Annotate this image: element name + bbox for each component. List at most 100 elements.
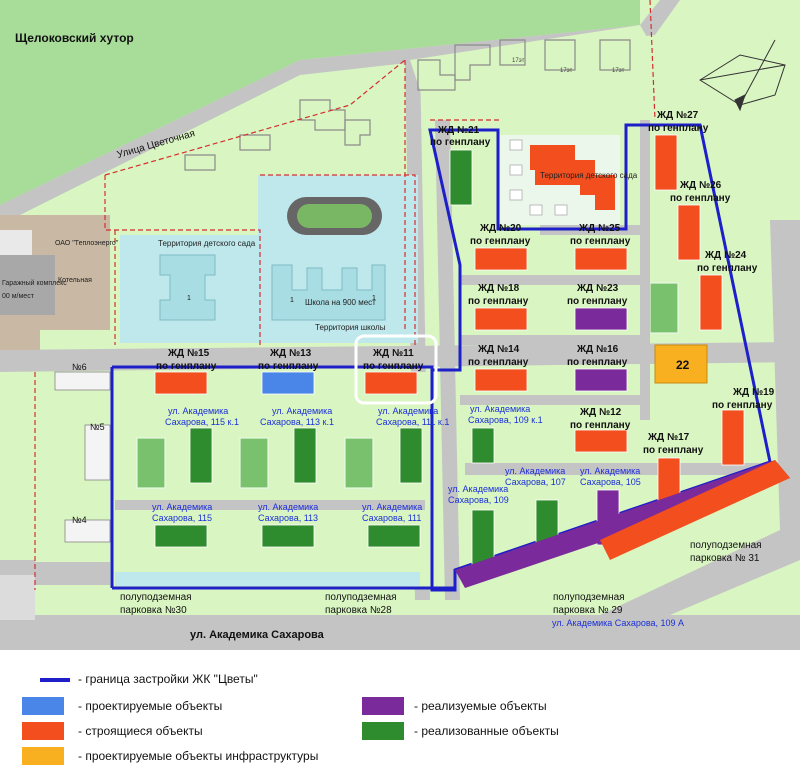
svg-text:полуподземная: полуподземная bbox=[690, 540, 762, 551]
svg-text:ЖД №12: ЖД №12 bbox=[579, 407, 622, 418]
svg-text:по генплану: по генплану bbox=[468, 357, 529, 368]
svg-text:Сахарова, 105: Сахарова, 105 bbox=[580, 477, 641, 487]
svg-text:1: 1 bbox=[290, 297, 294, 304]
svg-text:ЖД №26: ЖД №26 bbox=[679, 180, 722, 191]
svg-text:Территория школы: Территория школы bbox=[315, 323, 386, 332]
svg-text:Сахарова, 115 к.1: Сахарова, 115 к.1 bbox=[165, 417, 239, 427]
svg-text:ЖД №15: ЖД №15 bbox=[167, 348, 210, 359]
svg-text:по генплану: по генплану bbox=[258, 361, 319, 372]
legend-construction-swatch bbox=[22, 722, 64, 740]
legend-realizing-label: - реализуемые объекты bbox=[414, 699, 547, 713]
svg-text:по генплану: по генплану bbox=[156, 361, 217, 372]
svg-text:ЖД №23: ЖД №23 bbox=[576, 283, 619, 294]
building-jd16 bbox=[574, 368, 628, 392]
building-r109 bbox=[471, 509, 495, 566]
building-r115k1 bbox=[189, 427, 213, 484]
building-r111k1 bbox=[399, 427, 423, 484]
svg-text:ЖД №24: ЖД №24 bbox=[704, 250, 747, 261]
svg-text:ул. Академика: ул. Академика bbox=[362, 502, 422, 512]
svg-text:по генплану: по генплану bbox=[468, 296, 529, 307]
svg-text:17эт: 17эт bbox=[512, 58, 525, 64]
building-r111 bbox=[367, 524, 421, 548]
svg-text:по генплану: по генплану bbox=[648, 123, 709, 134]
svg-text:по генплану: по генплану bbox=[430, 137, 491, 148]
existing-buildings bbox=[184, 39, 631, 171]
highlight-box bbox=[354, 334, 438, 405]
building-jd20 bbox=[474, 247, 528, 271]
svg-text:ЖД №21: ЖД №21 bbox=[437, 125, 480, 136]
svg-text:по генплану: по генплану bbox=[712, 400, 773, 411]
street-sakharova: ул. Академика Сахарова bbox=[190, 629, 325, 641]
svg-text:ул. Академика: ул. Академика bbox=[272, 406, 332, 416]
legend-realized-swatch bbox=[362, 722, 404, 740]
svg-text:Сахарова, 109 к.1: Сахарова, 109 к.1 bbox=[468, 415, 543, 425]
boundary-line bbox=[110, 123, 772, 592]
legend-realizing-swatch bbox=[362, 697, 404, 715]
legend-designed-label: - проектируемые объекты bbox=[78, 699, 223, 713]
building-jd11 bbox=[364, 371, 418, 395]
svg-text:по генплану: по генплану bbox=[697, 263, 758, 274]
svg-text:ЖД №14: ЖД №14 bbox=[477, 344, 520, 355]
svg-text:ЖД №19: ЖД №19 bbox=[732, 387, 775, 398]
playgrounds bbox=[136, 282, 679, 489]
building-jd26 bbox=[677, 204, 701, 261]
svg-text:17эт: 17эт bbox=[560, 68, 573, 74]
building-jd27 bbox=[654, 134, 678, 191]
building-r113k1 bbox=[293, 427, 317, 484]
parking-28-30 bbox=[115, 572, 420, 586]
svg-text:ул. Академика: ул. Академика bbox=[378, 406, 438, 416]
svg-text:Котельная: Котельная bbox=[58, 277, 92, 284]
svg-text:ул. Академика: ул. Академика bbox=[580, 466, 640, 476]
svg-text:ул. Академика Сахарова, 109 А: ул. Академика Сахарова, 109 А bbox=[552, 618, 684, 628]
building-jd25 bbox=[574, 247, 628, 271]
building-jd12 bbox=[574, 429, 628, 453]
svg-text:17эт: 17эт bbox=[612, 68, 625, 74]
svg-text:по генплану: по генплану bbox=[470, 236, 531, 247]
legend-boundary-line bbox=[40, 678, 70, 682]
kindergarten-left-building bbox=[159, 254, 216, 321]
svg-text:Гаражный комплекс: Гаражный комплекс bbox=[2, 279, 67, 287]
svg-text:парковка №28: парковка №28 bbox=[325, 605, 392, 616]
svg-text:Территория детского сада: Территория детского сада bbox=[540, 171, 638, 180]
svg-text:парковка №30: парковка №30 bbox=[120, 605, 187, 616]
building-22-label: 22 bbox=[676, 358, 690, 372]
infrastructure-building-22 bbox=[654, 344, 708, 384]
svg-text:полуподземная: полуподземная bbox=[325, 592, 397, 603]
svg-text:Сахарова, 115: Сахарова, 115 bbox=[152, 513, 212, 523]
svg-text:по генплану: по генплану bbox=[570, 420, 631, 431]
building-r113 bbox=[261, 524, 315, 548]
legend-infrastructure-swatch bbox=[22, 747, 64, 765]
svg-text:Сахарова, 111: Сахарова, 111 bbox=[362, 513, 421, 523]
school-building bbox=[271, 264, 386, 321]
svg-text:Сахарова, 113 к.1: Сахарова, 113 к.1 bbox=[260, 417, 334, 427]
road-sakharova bbox=[0, 615, 800, 650]
svg-text:по генплану: по генплану bbox=[643, 445, 704, 456]
svg-text:по генплану: по генплану bbox=[567, 357, 628, 368]
building-jd18 bbox=[474, 307, 528, 331]
svg-text:Сахарова, 111 к.1: Сахарова, 111 к.1 bbox=[376, 417, 449, 427]
building-r109k1 bbox=[471, 427, 495, 464]
building-jd24 bbox=[699, 274, 723, 331]
svg-text:по генплану: по генплану bbox=[670, 193, 731, 204]
svg-text:№5: №5 bbox=[90, 422, 105, 432]
legend-boundary-label: - граница застройки ЖК "Цветы" bbox=[78, 672, 258, 686]
svg-text:Территория детского сада: Территория детского сада bbox=[158, 239, 256, 248]
svg-text:№4: №4 bbox=[72, 515, 87, 525]
svg-text:ул. Академика: ул. Академика bbox=[258, 502, 318, 512]
building-jd14 bbox=[474, 368, 528, 392]
svg-text:1: 1 bbox=[372, 295, 376, 302]
svg-text:ул. Академика: ул. Академика bbox=[448, 484, 508, 494]
building-jd13 bbox=[261, 371, 315, 395]
svg-text:Сахарова, 109: Сахарова, 109 bbox=[448, 495, 509, 505]
area-title: Щелоковский хутор bbox=[15, 31, 134, 45]
svg-text:Школа на 900 мест: Школа на 900 мест bbox=[305, 298, 376, 307]
svg-text:ЖД №16: ЖД №16 bbox=[576, 344, 619, 355]
svg-text:ул. Академика: ул. Академика bbox=[470, 404, 530, 414]
forest-area bbox=[0, 0, 640, 205]
svg-text:№6: №6 bbox=[72, 362, 87, 372]
svg-text:ул. Академика: ул. Академика bbox=[152, 502, 212, 512]
building-r115 bbox=[154, 524, 208, 548]
svg-text:ул. Академика: ул. Академика bbox=[505, 466, 565, 476]
building-jd23 bbox=[574, 307, 628, 331]
